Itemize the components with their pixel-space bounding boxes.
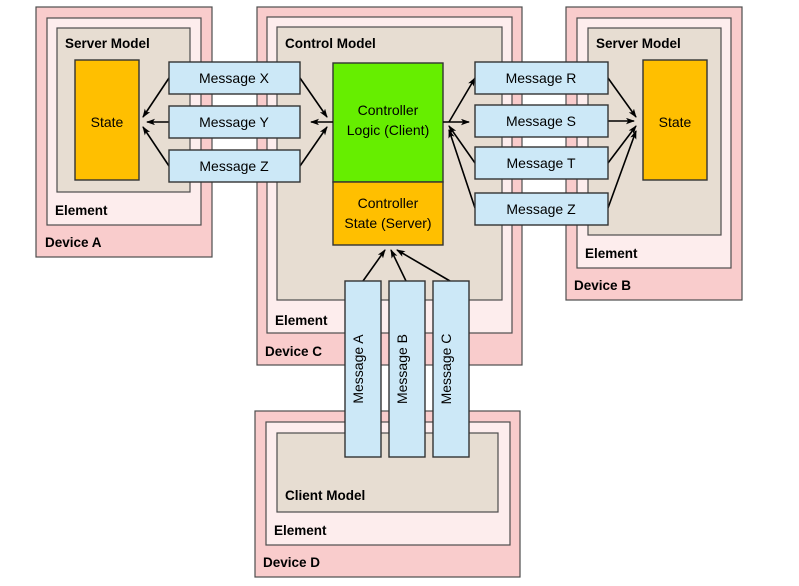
message-b-label: Message B (394, 334, 410, 404)
message-s-box[interactable] (474, 104, 609, 138)
controller-logic-box[interactable] (332, 62, 444, 183)
controller-state-label-line2: State (Server) (344, 215, 431, 231)
device-d-model-label: Client Model (285, 488, 365, 503)
device-b-element-label: Element (585, 246, 638, 261)
message-b-box[interactable] (388, 280, 426, 458)
device-a-group[interactable]: Server Model Element Device A State (35, 6, 213, 258)
message-a-group[interactable]: Message A (344, 280, 382, 458)
arrows-right (607, 77, 637, 209)
controller-logic-label-line2: Logic (Client) (347, 122, 429, 138)
message-x-box[interactable] (168, 61, 301, 95)
arrows-center-right (443, 77, 476, 209)
state-b-label: State (659, 114, 692, 130)
device-d-element-label: Element (274, 523, 327, 538)
controller-logic-label-line1: Controller (358, 102, 419, 118)
device-d-label: Device D (263, 555, 320, 570)
message-a-label: Message A (350, 334, 366, 404)
message-c-label: Message C (438, 334, 454, 405)
state-a-label: State (91, 114, 124, 130)
message-s-label: Message S (506, 113, 576, 129)
device-b-label: Device B (574, 278, 631, 293)
device-c-element-label: Element (275, 313, 328, 328)
message-b-group[interactable]: Message B (388, 280, 426, 458)
message-t-label: Message T (507, 155, 576, 171)
message-y-label: Message Y (199, 114, 269, 130)
message-r-box[interactable] (474, 61, 609, 95)
device-b-group[interactable]: Server Model Element Device B State (565, 6, 743, 301)
message-t-group[interactable]: Message T (474, 146, 609, 180)
arrows-left (142, 77, 170, 167)
message-x-label: Message X (199, 70, 270, 86)
message-a-box[interactable] (344, 280, 382, 458)
message-s-group[interactable]: Message S (474, 104, 609, 138)
message-z-right-box[interactable] (474, 192, 609, 226)
message-z-left-label: Message Z (199, 158, 269, 174)
state-b-box[interactable] (642, 59, 708, 181)
message-x-group[interactable]: Message X (168, 61, 301, 95)
device-c-model-label: Control Model (285, 36, 376, 51)
message-t-box[interactable] (474, 146, 609, 180)
arrows-left-center (299, 77, 333, 167)
message-c-box[interactable] (432, 280, 470, 458)
device-a-element-label: Element (55, 203, 108, 218)
message-y-group[interactable]: Message Y (168, 105, 301, 139)
arrows-bottom (362, 249, 451, 282)
device-b-model-label: Server Model (596, 36, 681, 51)
message-z-right-group[interactable]: Message Z (474, 192, 609, 226)
state-a-box[interactable] (74, 59, 140, 181)
message-r-label: Message R (506, 70, 577, 86)
device-c-label: Device C (265, 344, 322, 359)
device-d-group[interactable]: Client Model Element Device D (254, 410, 521, 578)
controller-state-box[interactable] (332, 181, 444, 246)
device-a-model-label: Server Model (65, 36, 150, 51)
message-y-box[interactable] (168, 105, 301, 139)
device-a-label: Device A (45, 235, 102, 250)
message-c-group[interactable]: Message C (432, 280, 470, 458)
message-z-left-group[interactable]: Message Z (168, 149, 301, 183)
controller-state-label-line1: Controller (358, 195, 419, 211)
message-r-group[interactable]: Message R (474, 61, 609, 95)
message-z-right-label: Message Z (506, 201, 576, 217)
message-z-left-box[interactable] (168, 149, 301, 183)
